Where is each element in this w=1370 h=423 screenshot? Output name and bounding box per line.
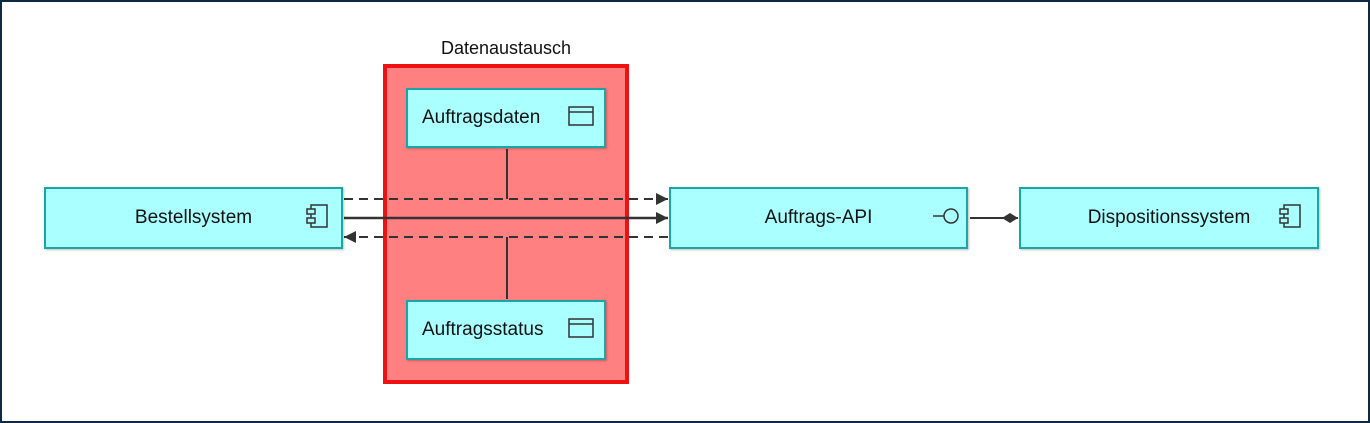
node-label-bestellsystem: Bestellsystem bbox=[134, 207, 253, 228]
node-bestellsystem[interactable]: Bestellsystem bbox=[44, 187, 343, 249]
data-object-icon bbox=[566, 103, 596, 129]
component-icon bbox=[305, 202, 331, 230]
node-label-auftragsstatus: Auftragsstatus bbox=[422, 319, 544, 340]
node-label-auftrags-api: Auftrags-API bbox=[764, 207, 873, 228]
node-label-dispositionssystem: Dispositionssystem bbox=[1087, 207, 1251, 228]
component-icon bbox=[1278, 202, 1304, 230]
node-label-auftragsdaten: Auftragsdaten bbox=[422, 107, 541, 128]
node-auftrags-api[interactable]: Auftrags-API bbox=[669, 187, 968, 249]
node-dispositionssystem[interactable]: Dispositionssystem bbox=[1019, 187, 1319, 249]
data-object-icon bbox=[566, 315, 596, 341]
node-auftragsdaten[interactable]: Auftragsdaten bbox=[406, 88, 606, 148]
node-auftragsstatus[interactable]: Auftragsstatus bbox=[406, 300, 606, 360]
interface-icon bbox=[931, 204, 961, 228]
group-label-datenaustausch: Datenaustausch bbox=[440, 38, 572, 58]
